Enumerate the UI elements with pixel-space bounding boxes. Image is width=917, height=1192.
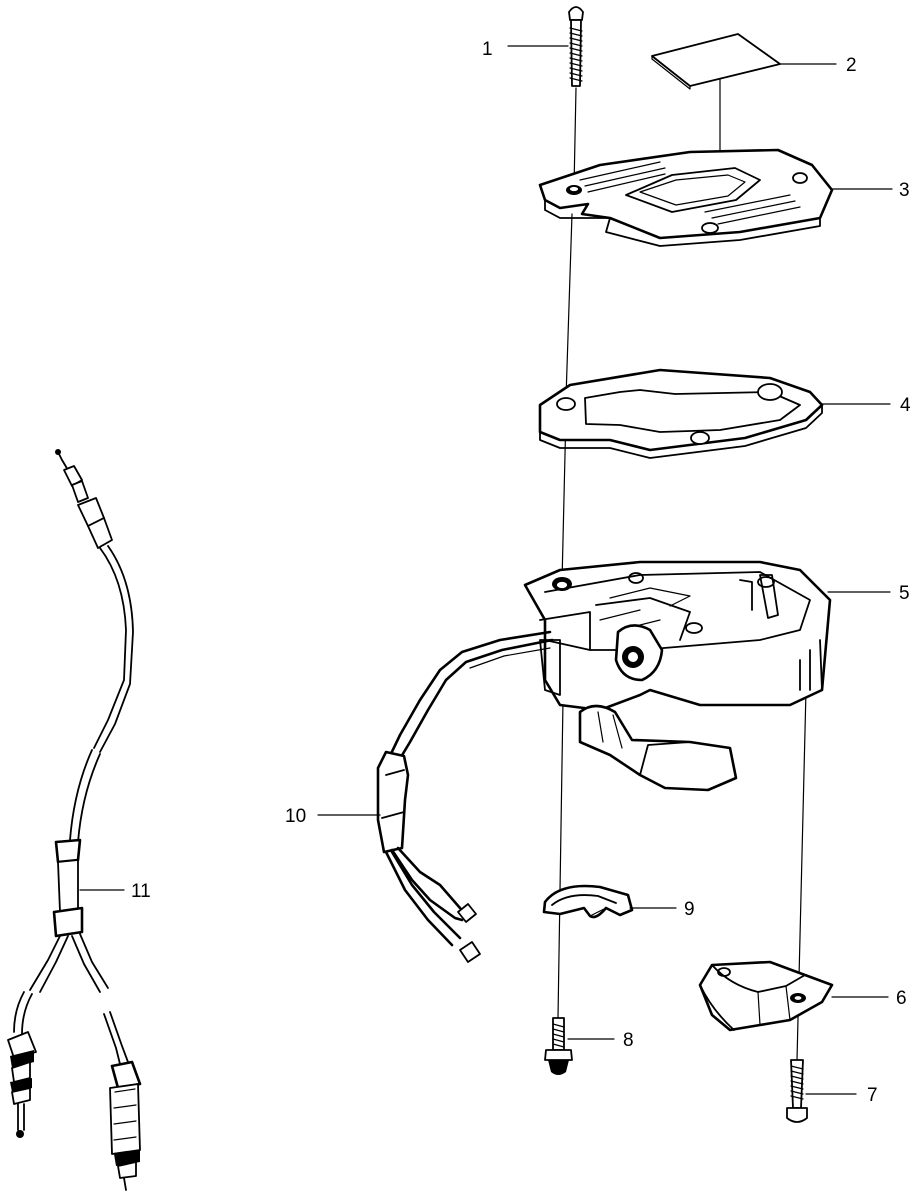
- callout-11: 11: [79, 881, 151, 902]
- part-8-screw: [544, 1017, 573, 1075]
- callout-7-label: 7: [867, 1085, 878, 1106]
- part-5-housing: [523, 560, 832, 792]
- callout-8: 8: [567, 1030, 634, 1051]
- part-4-gasket: [538, 368, 824, 459]
- callout-9-label: 9: [684, 899, 695, 920]
- callout-6-label: 6: [896, 988, 907, 1009]
- callout-1: 1: [482, 39, 569, 60]
- callout-4-label: 4: [900, 395, 911, 416]
- callout-11-label: 11: [131, 881, 151, 902]
- callout-2: 2: [779, 55, 857, 76]
- callout-3-label: 3: [899, 180, 910, 201]
- callout-5-label: 5: [899, 583, 910, 604]
- part-10-wire-harness: [376, 630, 554, 963]
- callout-10: 10: [285, 806, 381, 827]
- part-1-screw: [568, 6, 584, 87]
- part-6-clamp: [698, 960, 834, 1032]
- callout-9: 9: [629, 899, 695, 920]
- part-7-screw: [786, 1059, 808, 1123]
- callout-7: 7: [805, 1085, 878, 1106]
- part-2-label: [651, 33, 781, 90]
- callout-3: 3: [831, 180, 910, 201]
- part-3-cover: [538, 148, 834, 247]
- callout-10-label: 10: [285, 806, 306, 827]
- callout-4: 4: [821, 395, 911, 416]
- callout-1-label: 1: [482, 39, 493, 60]
- callout-5: 5: [827, 583, 910, 604]
- callout-8-label: 8: [623, 1030, 634, 1051]
- callout-6: 6: [831, 988, 907, 1009]
- callout-2-label: 2: [846, 55, 857, 76]
- part-9-clip: [542, 884, 634, 919]
- part-11-throttle-cable: [7, 449, 142, 1191]
